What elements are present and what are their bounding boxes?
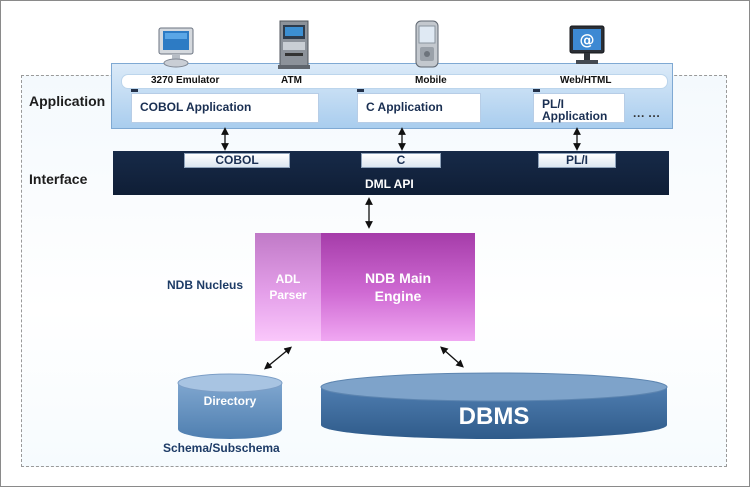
interface-layer-label: Interface [29, 171, 88, 187]
app-box-marker [131, 89, 138, 92]
directory-arrow [263, 346, 293, 370]
application-layer-label: Application [29, 93, 106, 109]
device-label-3270: 3270 Emulator [151, 75, 220, 86]
c-application-box: C Application [357, 93, 481, 123]
schema-subschema-label: Schema/Subschema [163, 441, 280, 455]
mobile-phone-icon [415, 20, 439, 68]
pli-application-box: PL/I Application [533, 93, 625, 123]
adl-parser-line1: ADL [275, 272, 301, 286]
atm-icon [278, 20, 310, 69]
dbms-arrow [440, 346, 464, 368]
devices-bar [121, 74, 668, 89]
dbms-label: DBMS [459, 403, 530, 430]
directory-cylinder: Directory [177, 373, 283, 439]
monitor-icon [158, 27, 194, 68]
dml-api-label: DML API [365, 177, 414, 191]
svg-text:@: @ [580, 31, 595, 49]
app-box-marker [533, 89, 540, 92]
device-label-web: Web/HTML [560, 75, 612, 86]
adl-parser-line2: Parser [269, 288, 307, 302]
engine-line1: NDB Main [364, 270, 432, 286]
ndb-main-engine-box: NDB Main Engine [321, 233, 475, 341]
more-applications-ellipsis: ··· ··· [633, 109, 661, 123]
engine-line2: Engine [374, 288, 422, 304]
cobol-interface-box: COBOL [184, 153, 290, 168]
app-box-marker [357, 89, 364, 92]
c-interface-box: C [361, 153, 441, 168]
pli-interface-box: PL/I [538, 153, 616, 168]
device-label-atm: ATM [281, 75, 302, 86]
directory-label: Directory [204, 394, 257, 408]
web-monitor-icon: @ [569, 25, 605, 64]
cobol-application-box: COBOL Application [131, 93, 319, 123]
dbms-cylinder: DBMS [320, 372, 668, 439]
device-label-mobile: Mobile [415, 75, 447, 86]
adl-parser-box: ADL Parser [255, 233, 321, 341]
ndb-nucleus-label: NDB Nucleus [167, 278, 244, 292]
